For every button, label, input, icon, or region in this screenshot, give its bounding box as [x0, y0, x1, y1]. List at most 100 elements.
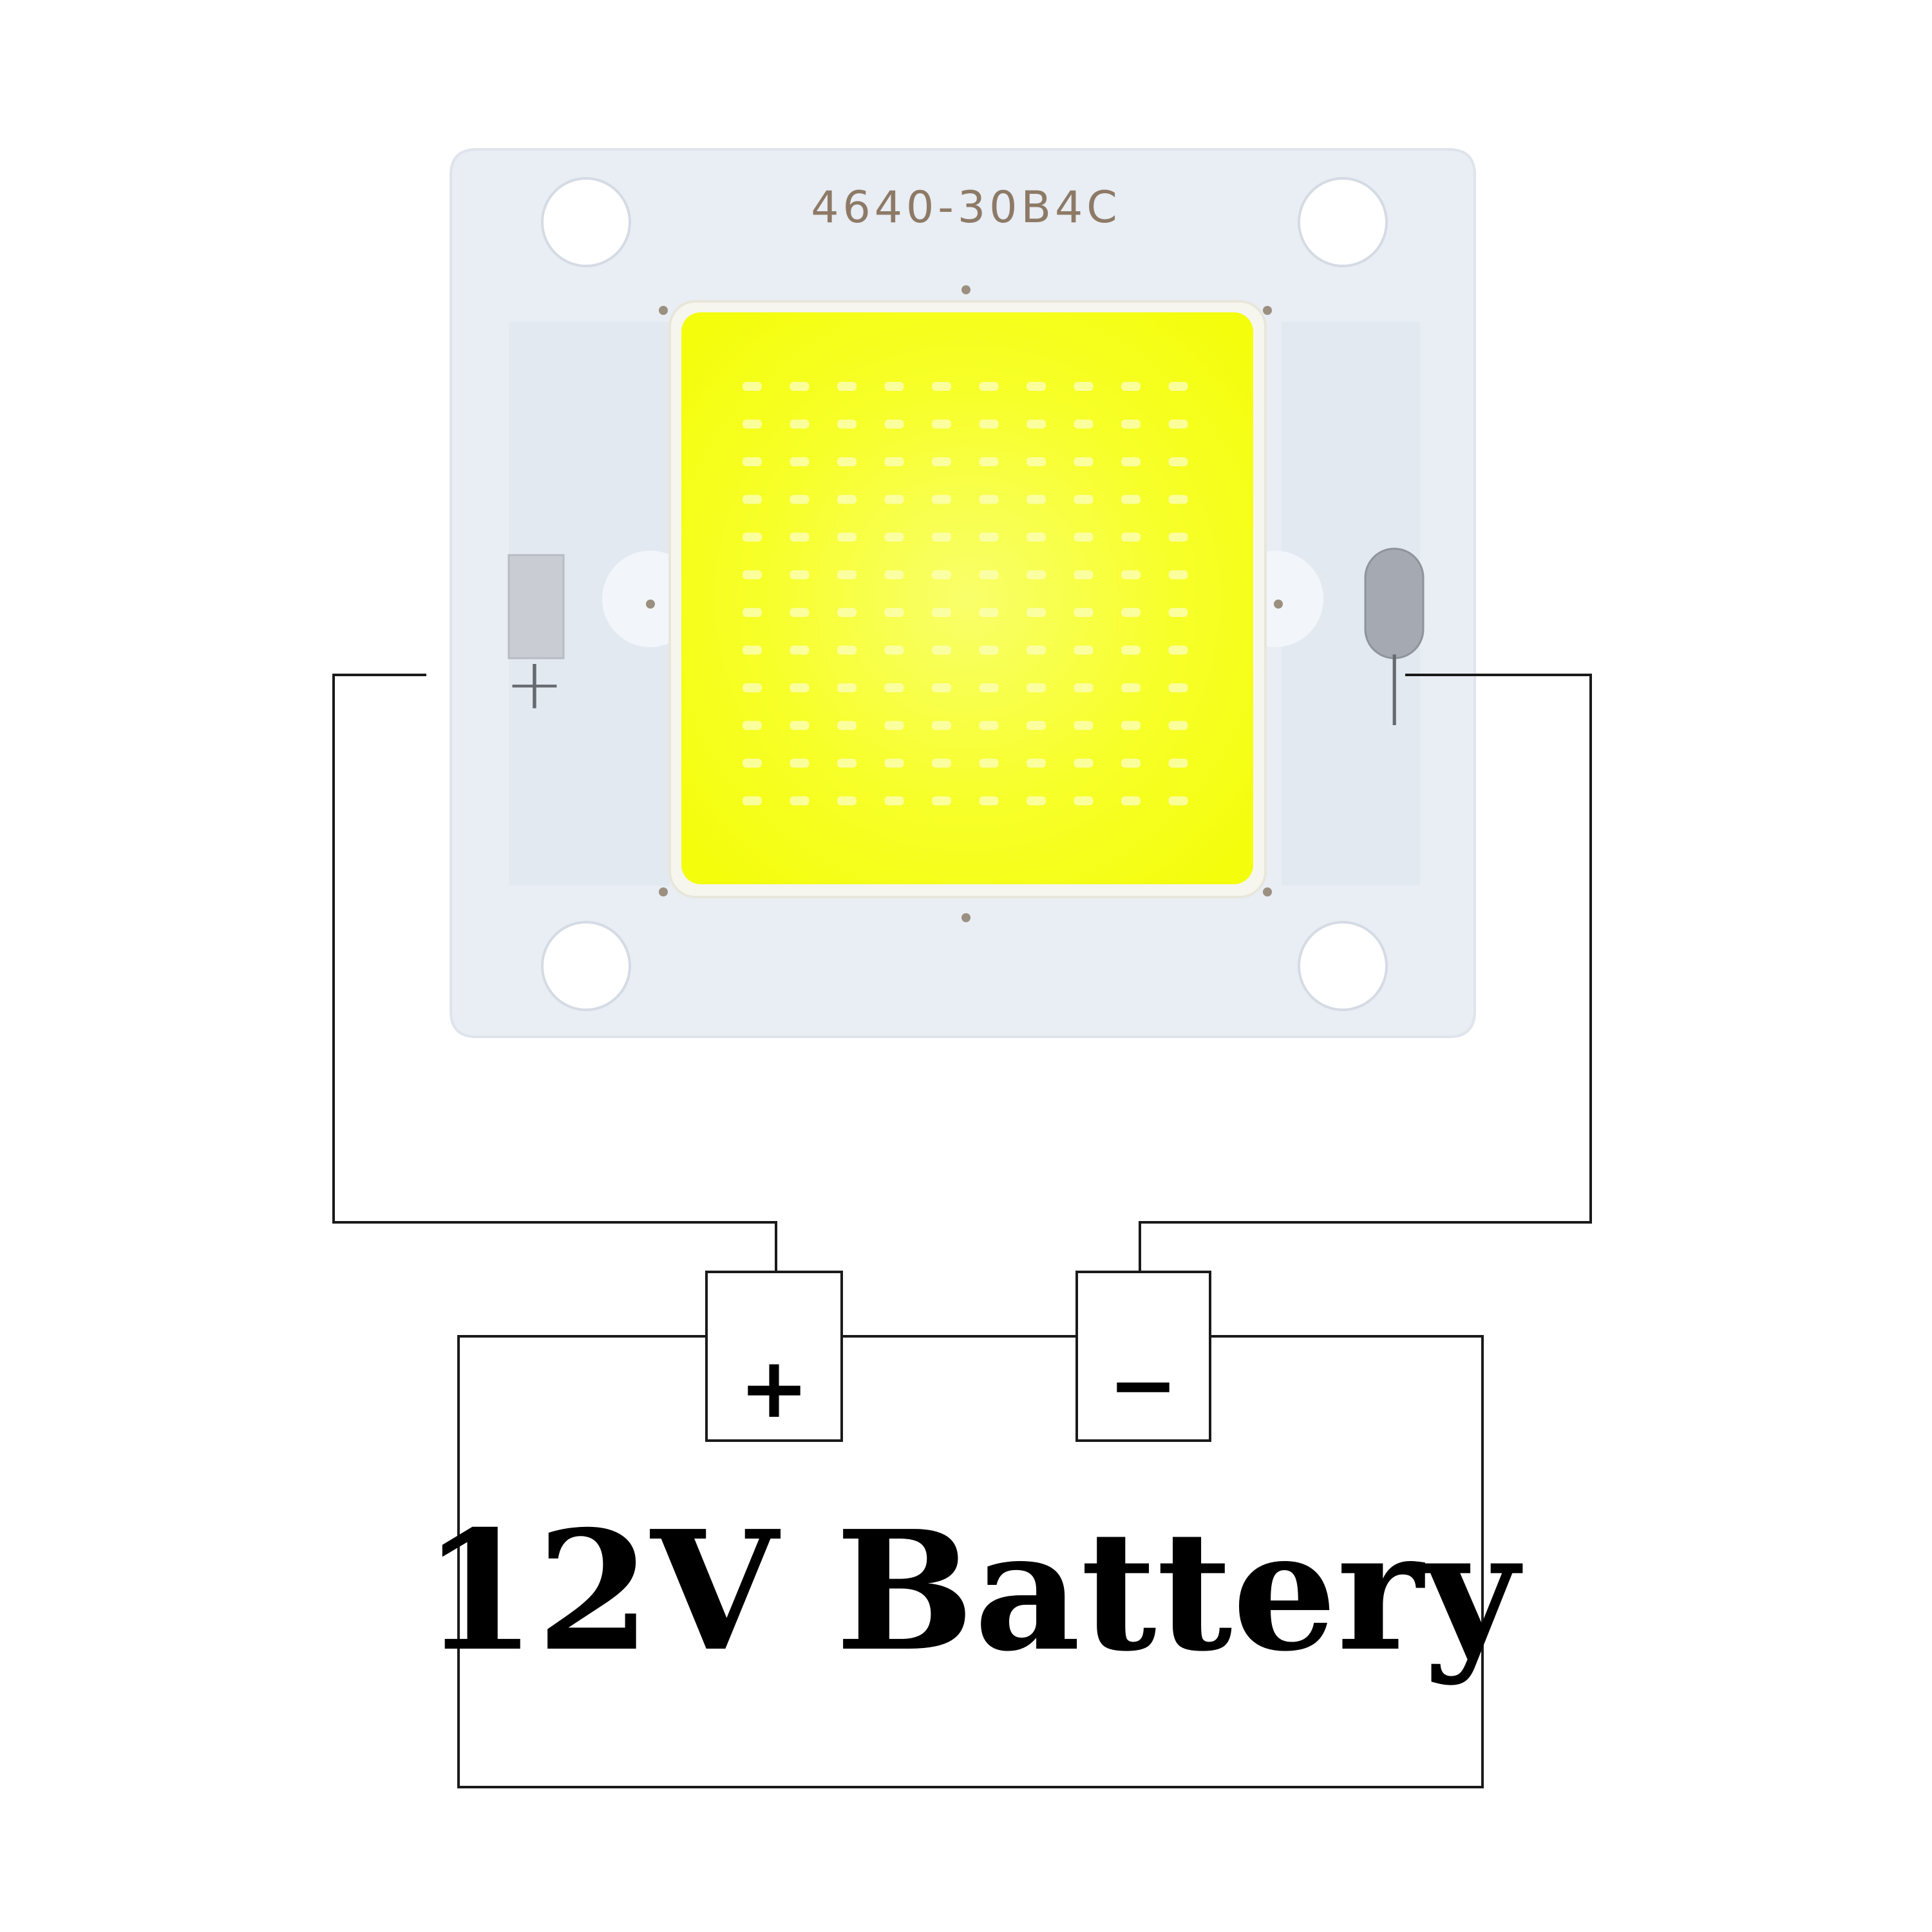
led-chip — [837, 796, 857, 806]
battery-negative-label: − — [1108, 1336, 1179, 1434]
led-chip — [1074, 721, 1094, 730]
led-chip — [790, 683, 810, 692]
led-chip — [1168, 570, 1188, 580]
led-chip — [790, 457, 810, 466]
mounting-hole-top-right — [1298, 177, 1388, 267]
led-chip — [884, 533, 904, 542]
led-chip — [790, 419, 810, 429]
led-chip — [790, 645, 810, 655]
led-chip — [1168, 683, 1188, 692]
led-chip — [790, 608, 810, 617]
led-chip — [1168, 495, 1188, 504]
led-chip — [932, 533, 951, 542]
positive-solder-pad — [507, 554, 565, 659]
led-chip-grid — [743, 382, 1188, 806]
led-chip — [979, 382, 999, 391]
board-minus-label: | — [1382, 643, 1406, 726]
led-chip — [1027, 645, 1046, 655]
negative-solder-pad — [1364, 547, 1425, 659]
led-chip — [837, 759, 857, 768]
led-chip — [1121, 419, 1141, 429]
led-chip — [884, 683, 904, 692]
battery-negative-terminal — [1075, 1271, 1211, 1442]
led-chip — [837, 382, 857, 391]
led-chip — [979, 419, 999, 429]
led-chip — [1168, 533, 1188, 542]
led-chip — [979, 721, 999, 730]
led-chip — [884, 796, 904, 806]
board-plus-label: + — [505, 643, 564, 725]
led-chip — [1121, 570, 1141, 580]
mounting-hole-bottom-right — [1298, 921, 1388, 1011]
led-chip — [979, 495, 999, 504]
led-chip — [1121, 759, 1141, 768]
battery — [457, 1271, 1484, 1788]
led-chip — [743, 382, 762, 391]
led-chip — [1121, 608, 1141, 617]
led-chip — [1074, 533, 1094, 542]
led-chip — [837, 608, 857, 617]
led-chip — [790, 796, 810, 806]
led-chip — [884, 495, 904, 504]
led-chip — [1027, 457, 1046, 466]
led-chip — [1168, 382, 1188, 391]
led-chip — [932, 759, 951, 768]
led-chip — [884, 382, 904, 391]
led-chip — [837, 683, 857, 692]
led-chip — [1027, 570, 1046, 580]
led-chip — [932, 457, 951, 466]
led-chip — [1121, 533, 1141, 542]
led-chip — [932, 570, 951, 580]
led-chip — [979, 759, 999, 768]
led-chip — [932, 608, 951, 617]
led-chip — [1027, 721, 1046, 730]
led-chip — [837, 457, 857, 466]
led-chip — [743, 759, 762, 768]
led-chip — [1168, 457, 1188, 466]
led-chip — [932, 683, 951, 692]
led-chip — [979, 570, 999, 580]
led-chip — [1027, 382, 1046, 391]
led-chip — [790, 533, 810, 542]
led-chip — [1074, 608, 1094, 617]
fiducial-dots — [646, 285, 1283, 922]
led-chip — [979, 645, 999, 655]
led-chip — [884, 721, 904, 730]
led-chip — [1168, 645, 1188, 655]
led-chip — [884, 645, 904, 655]
led-chip — [1027, 683, 1046, 692]
led-chip — [837, 533, 857, 542]
mounting-hole-bottom-left — [541, 921, 631, 1011]
led-chip — [932, 796, 951, 806]
battery-positive-terminal — [705, 1271, 843, 1442]
led-chip — [1027, 533, 1046, 542]
led-chip — [837, 419, 857, 429]
led-chip — [837, 721, 857, 730]
led-chip — [932, 495, 951, 504]
led-chip — [743, 608, 762, 617]
led-chip — [837, 570, 857, 580]
led-chip — [884, 457, 904, 466]
led-chip — [1074, 382, 1094, 391]
led-chip — [1121, 683, 1141, 692]
positive-wire — [332, 674, 777, 1272]
led-chip — [1168, 419, 1188, 429]
led-chip — [1074, 683, 1094, 692]
led-chip — [743, 721, 762, 730]
led-chip — [979, 608, 999, 617]
led-chip — [1074, 796, 1094, 806]
led-chip — [884, 570, 904, 580]
mounting-hole-top-left — [541, 177, 631, 267]
led-chip — [979, 533, 999, 542]
led-chip — [1168, 608, 1188, 617]
led-chip — [932, 382, 951, 391]
led-chip — [932, 419, 951, 429]
led-chip — [1027, 608, 1046, 617]
led-chip — [1027, 796, 1046, 806]
led-chip — [979, 796, 999, 806]
led-chip — [837, 495, 857, 504]
led-chip — [1121, 645, 1141, 655]
led-chip — [1121, 457, 1141, 466]
led-chip — [1121, 382, 1141, 391]
